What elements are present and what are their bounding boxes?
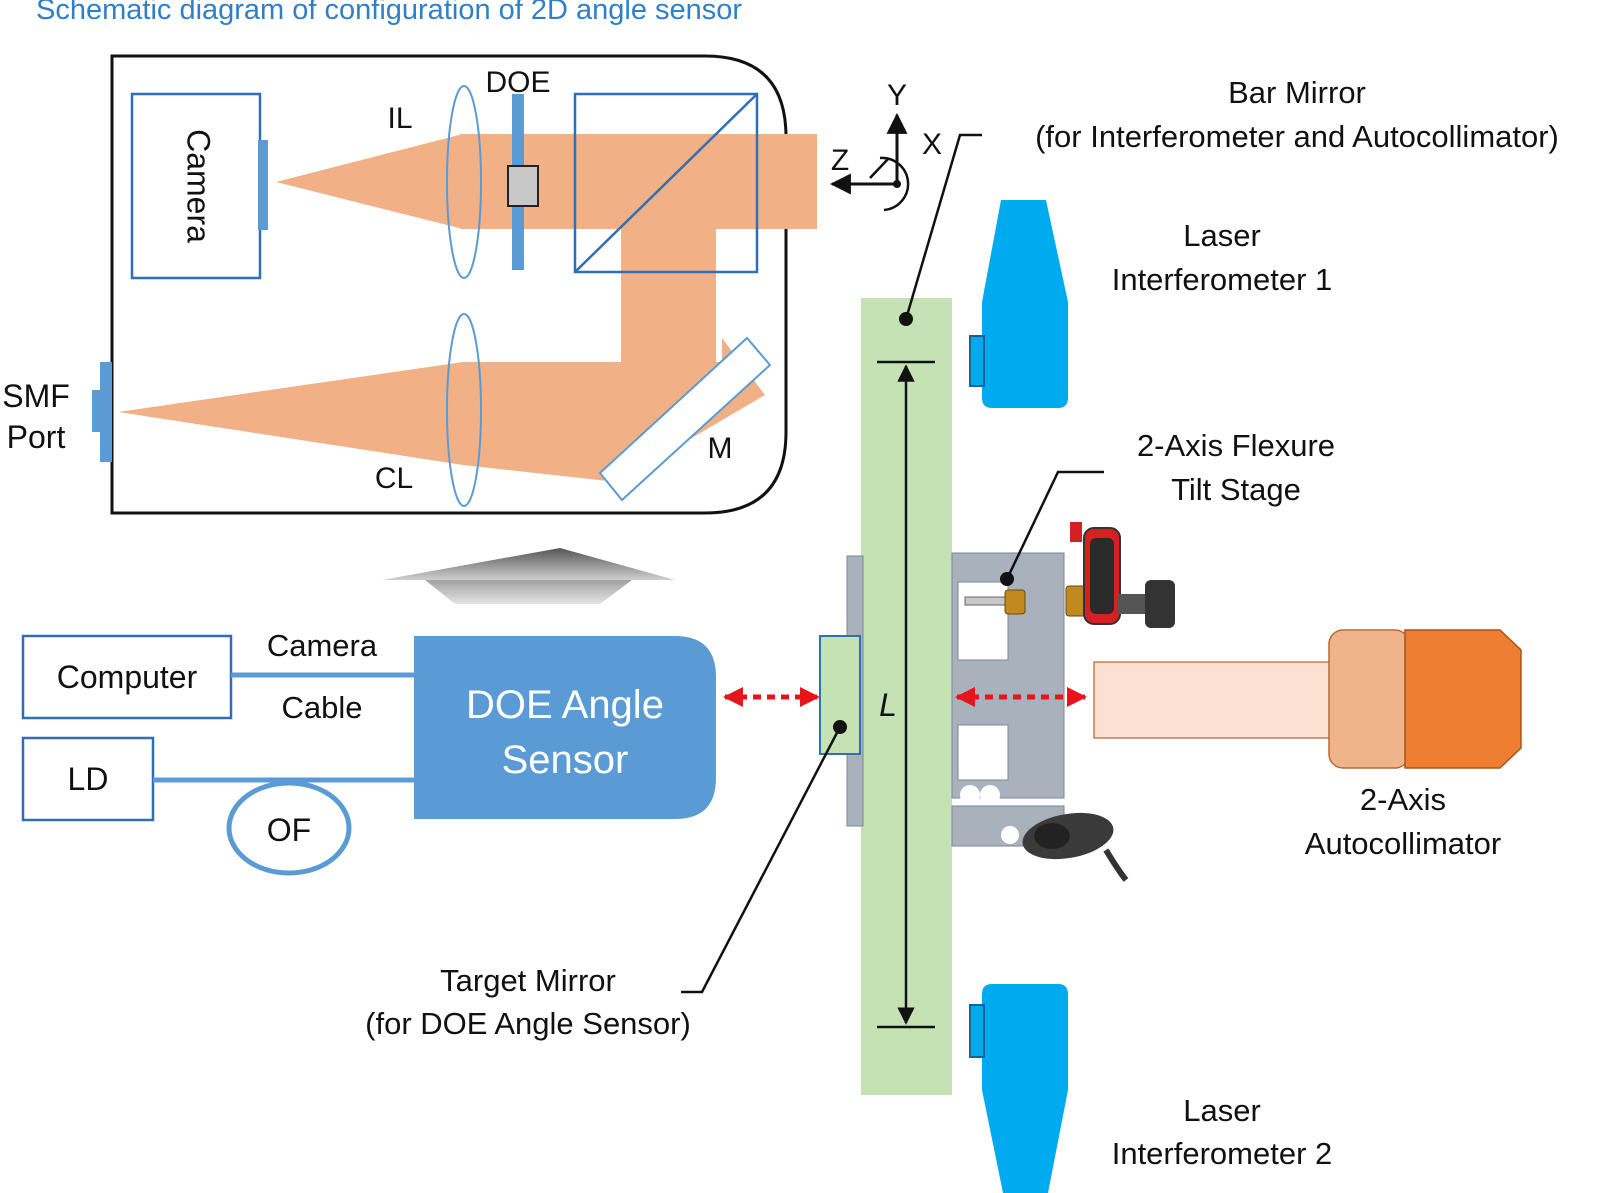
flexure-leader <box>1005 470 1104 580</box>
bar-mirror-leader <box>904 133 982 320</box>
target-mirror-group: Target Mirror (for DOE Angle Sensor) <box>365 635 861 1041</box>
target-mirror-label-1: Target Mirror <box>440 963 616 998</box>
lower-beam <box>118 338 765 482</box>
autocollimator-beam-tube <box>1093 661 1331 739</box>
doe-holder <box>507 165 539 207</box>
smf-port-fiber <box>92 390 102 432</box>
computer-label: Computer <box>57 659 198 695</box>
autocollimator-label-1: 2-Axis <box>1360 782 1446 817</box>
computer-box <box>21 634 233 720</box>
upper-beam <box>276 134 463 229</box>
flexure-tilt-stage: 2-Axis Flexure Tilt Stage <box>846 428 1335 882</box>
autocollimator-label-2: Autocollimator <box>1305 826 1501 861</box>
smf-label-2: Port <box>7 419 66 455</box>
x-rotation-tick <box>869 158 889 179</box>
x-axis-dot <box>893 180 901 188</box>
x-rotation-arc <box>879 156 910 212</box>
x-axis-label: X <box>922 128 942 161</box>
cl-lens <box>446 313 482 507</box>
laser1-label-2: Interferometer 1 <box>1112 262 1333 297</box>
length-label: L <box>879 687 897 723</box>
doe-label: DOE <box>485 66 550 99</box>
coordinate-axes: Y X Z <box>829 79 942 212</box>
beam-splitter-diagonal <box>574 93 758 273</box>
bar-mirror-label-1: Bar Mirror <box>1228 75 1366 110</box>
smf-label-1: SMF <box>2 378 70 414</box>
flexure-label-2: Tilt Stage <box>1171 472 1301 507</box>
laser1-label-1: Laser <box>1183 218 1261 253</box>
cable-label-1: Camera <box>267 628 378 663</box>
target-mirror-label-2: (for DOE Angle Sensor) <box>365 1006 691 1041</box>
laser-interferometer-2: Laser Interferometer 2 <box>969 984 1333 1193</box>
cl-label: CL <box>375 462 413 495</box>
flexure-label-1: 2-Axis Flexure <box>1137 428 1335 463</box>
vertical-beam <box>621 229 716 363</box>
camera-body <box>130 92 262 280</box>
sensor-system: Computer LD OF Camera Cable DOE Angle Se… <box>21 548 716 876</box>
autocollimator: 2-Axis Autocollimator <box>1093 629 1522 861</box>
cable-label-2: Cable <box>282 690 363 725</box>
bar-mirror-label-2: (for Interferometer and Autocollimator) <box>1035 119 1559 154</box>
figure-title: Schematic diagram of configuration of 2D… <box>36 0 743 26</box>
il-lens <box>446 85 482 279</box>
beam-splitter <box>573 92 759 274</box>
smf-port-connector <box>100 362 112 462</box>
of-label: OF <box>267 812 311 848</box>
sensor-label-2: Sensor <box>502 738 629 782</box>
laser2-label-1: Laser <box>1183 1093 1261 1128</box>
z-axis-label: Z <box>831 144 849 177</box>
m-label: M <box>708 432 733 465</box>
camera-label: Camera <box>181 129 217 243</box>
autocollimator-body <box>1404 629 1522 769</box>
camera-sensor <box>258 140 268 230</box>
bar-mirror-group: L Bar Mirror (for Interferometer and Aut… <box>861 75 1559 1095</box>
optics-box: Camera IL DOE M CL SMF Port <box>2 54 817 515</box>
ld-box <box>21 736 155 822</box>
il-label: IL <box>387 102 412 135</box>
laser2-label-2: Interferometer 2 <box>1112 1136 1333 1171</box>
y-axis-label: Y <box>887 79 907 112</box>
mirror-m <box>598 336 772 502</box>
expand-cone <box>382 548 675 580</box>
target-mirror <box>819 635 861 755</box>
of-coil <box>226 780 352 876</box>
sensor-label-1: DOE Angle <box>466 683 664 727</box>
ld-label: LD <box>68 761 109 797</box>
autocollimator-front <box>1328 629 1410 769</box>
optics-enclosure <box>110 54 788 515</box>
laser-interferometer-1: Laser Interferometer 1 <box>969 200 1333 408</box>
target-mirror-leader <box>681 726 842 994</box>
doe-angle-sensor <box>414 636 716 819</box>
